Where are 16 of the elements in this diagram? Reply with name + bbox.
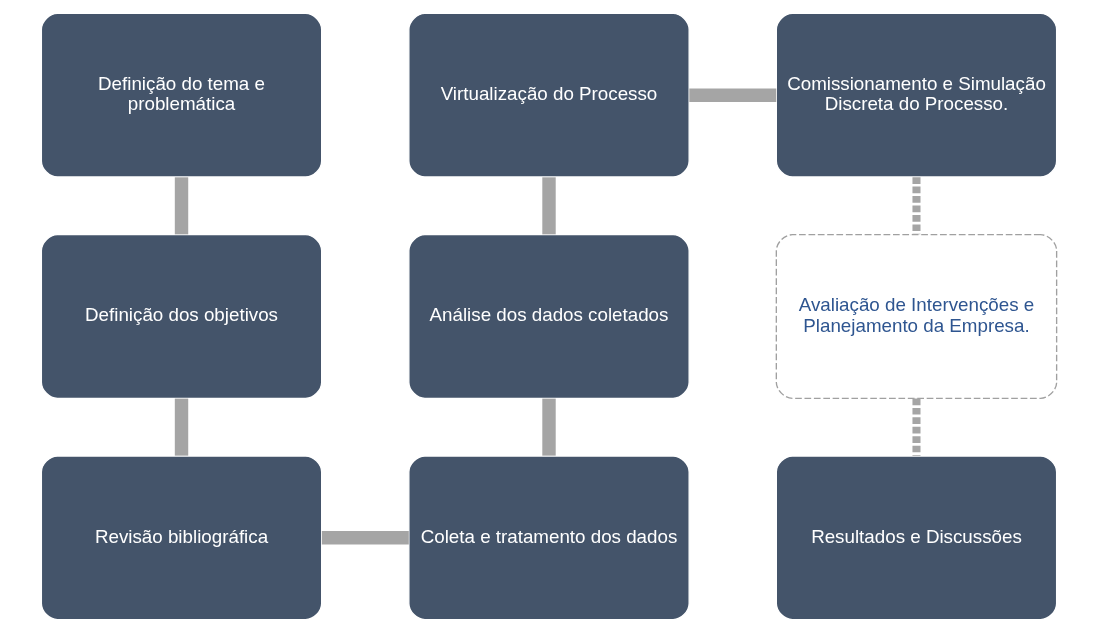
node-box: Definição do tema e problemática [40,12,322,178]
connector [174,177,188,235]
connector [541,398,556,456]
connector [174,398,188,456]
node-box: Definição dos objetivos [40,234,322,399]
node-box: Análise dos dados coletados [407,234,690,399]
node-box: Comissionamento e Simulação Discreta do Processo. [775,12,1057,178]
node-box: Virtualização do Processo [407,12,690,178]
node-box: Coleta e tratamento dos dados [407,455,690,621]
node-box: Resultados e Discussões [775,455,1057,621]
node-box: Avaliação de Intervenções e Planejamento da Empresa. [775,234,1057,399]
connector [321,531,409,545]
node-box: Revisão bibliográfica [40,455,322,621]
connector [688,88,776,102]
connector [541,177,556,235]
connector [911,398,920,456]
